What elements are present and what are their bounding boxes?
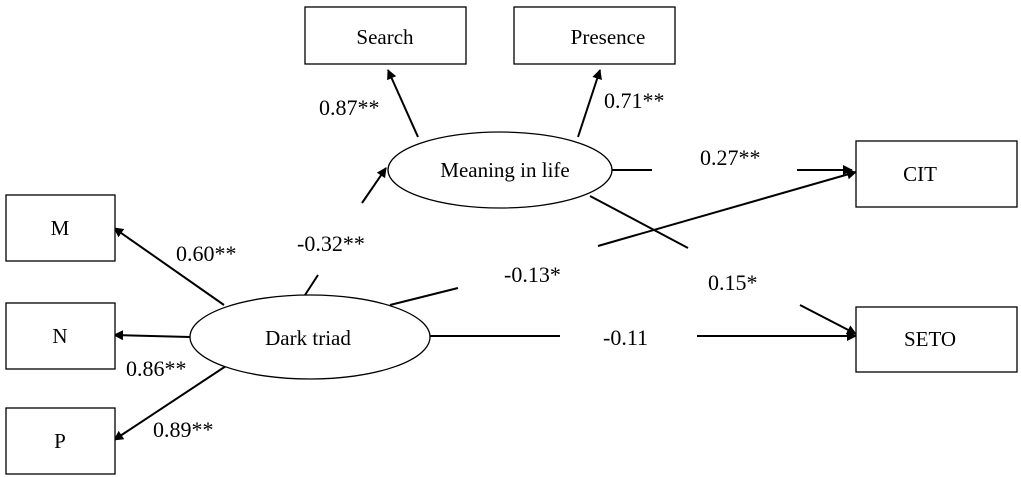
path-meaning-seto-b bbox=[799, 304, 857, 335]
path-dark-p bbox=[113, 365, 227, 441]
node-p-label: P bbox=[54, 429, 66, 453]
node-meaning-in-life: Meaning in life bbox=[387, 131, 613, 209]
path-meaning-presence bbox=[577, 69, 602, 138]
coef-dark-cit: -0.13* bbox=[504, 262, 561, 287]
path-dark-cit-b bbox=[597, 169, 857, 247]
coef-dark-meaning: -0.32** bbox=[297, 231, 365, 256]
latent-variables: Meaning in life Dark triad bbox=[189, 131, 613, 380]
node-seto: SETO bbox=[855, 306, 1018, 373]
coef-meaning-cit: 0.27** bbox=[700, 145, 761, 170]
path-dark-cit-a bbox=[389, 287, 459, 306]
node-p: P bbox=[5, 407, 116, 475]
node-search-label: Search bbox=[356, 25, 414, 49]
node-presence: Presence bbox=[513, 6, 676, 65]
path-dark-meaning-b bbox=[361, 167, 387, 204]
coef-meaning-seto: 0.15* bbox=[708, 270, 758, 295]
node-meaning-label: Meaning in life bbox=[440, 158, 569, 182]
coef-meaning-search: 0.87** bbox=[319, 95, 380, 120]
path-meaning-search bbox=[387, 69, 419, 138]
coef-dark-n: 0.86** bbox=[126, 356, 187, 381]
coef-meaning-presence: 0.71** bbox=[604, 88, 665, 113]
node-m-label: M bbox=[51, 216, 70, 240]
node-n-label: N bbox=[52, 324, 67, 348]
paths bbox=[113, 69, 857, 441]
node-dark-label: Dark triad bbox=[265, 326, 351, 350]
path-coefficients: 0.87** 0.71** 0.27** 0.60** -0.32** -0.1… bbox=[126, 88, 761, 442]
path-meaning-seto-a bbox=[589, 195, 689, 249]
coef-dark-seto: -0.11 bbox=[603, 325, 648, 350]
path-dark-n bbox=[113, 330, 191, 341]
node-presence-label: Presence bbox=[571, 25, 646, 49]
path-dark-meaning-a bbox=[304, 274, 319, 296]
node-m: M bbox=[5, 194, 116, 262]
node-n: N bbox=[5, 302, 116, 370]
coef-dark-m: 0.60** bbox=[176, 241, 237, 266]
path-dark-m bbox=[113, 227, 225, 306]
node-dark-triad: Dark triad bbox=[189, 294, 431, 380]
node-cit-label: CIT bbox=[903, 162, 937, 186]
observed-variables: Search Presence CIT M N P SETO bbox=[5, 6, 1018, 475]
node-seto-label: SETO bbox=[904, 327, 956, 351]
coef-dark-p: 0.89** bbox=[153, 417, 214, 442]
node-search: Search bbox=[304, 6, 467, 65]
node-cit: CIT bbox=[855, 140, 1018, 208]
